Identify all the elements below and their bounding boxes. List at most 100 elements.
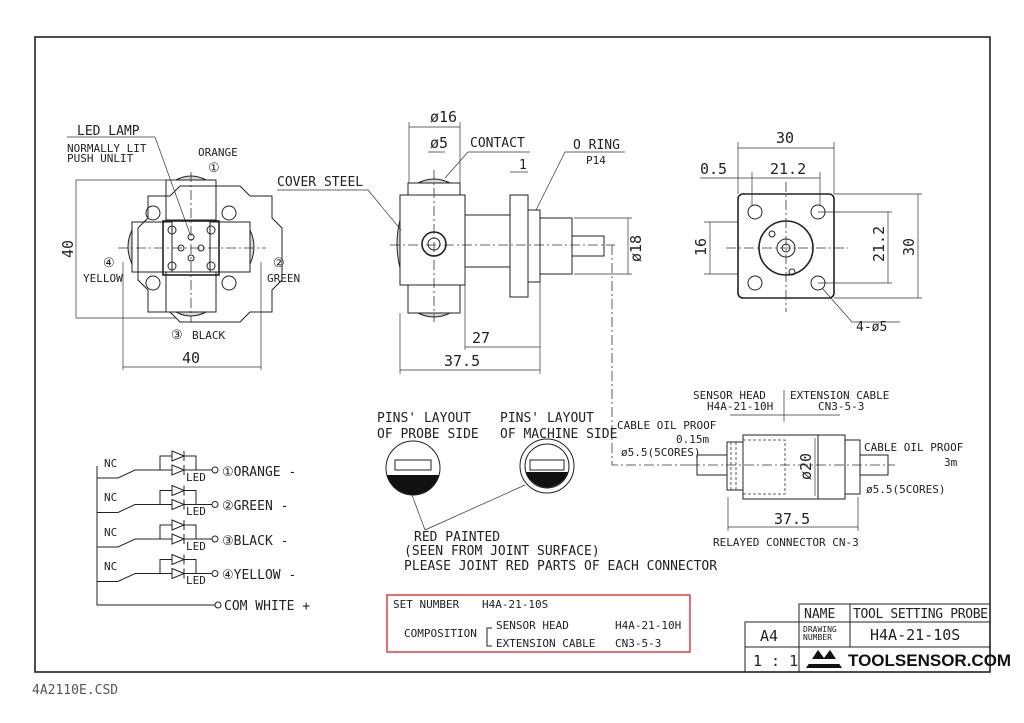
composition-extension-cable: EXTENSION CABLE xyxy=(496,637,595,650)
seen-from-label: (SEEN FROM JOINT SURFACE) xyxy=(404,544,600,559)
front-view: LED LAMP NORMALLY LIT PUSH UNLIT ORANGE … xyxy=(59,124,300,370)
sensor-head-number: H4A-21-10H xyxy=(707,400,773,413)
side-view: ø16 ø5 CONTACT 1 O RING P14 COVER STEEL … xyxy=(277,108,690,466)
height-21-2-dim: 21.2 xyxy=(870,226,888,262)
composition-label: COMPOSITION xyxy=(404,627,477,640)
dim-37-5: 37.5 xyxy=(444,352,480,370)
width-21-2-dim: 21.2 xyxy=(770,160,806,178)
led-label: LED xyxy=(186,471,206,484)
site-name: TOOLSENSOR.COM xyxy=(848,651,1011,670)
terminal xyxy=(211,466,219,474)
normally-lit-label: NORMALLY LIT xyxy=(67,142,147,155)
title-block: NAME TOOL SETTING PROBE DRAWING NUMBER H… xyxy=(744,603,1011,672)
set-number-label: SET NUMBER xyxy=(393,598,460,611)
extension-cable-label: EXTENSION CABLE xyxy=(790,389,889,402)
name-label: NAME xyxy=(804,607,835,622)
dia5-dim: ø5 xyxy=(430,134,448,152)
switch-branch xyxy=(97,524,212,548)
offset-0-5-dim: 0.5 xyxy=(700,160,727,178)
led-diode xyxy=(171,519,186,531)
p14-label: P14 xyxy=(586,154,606,167)
joint-instruction: PLEASE JOINT RED PARTS OF EACH CONNECTOR xyxy=(404,559,717,574)
push-unlit-label: PUSH UNLIT xyxy=(67,152,134,165)
file-name: 4A2110E.CSD xyxy=(32,683,118,698)
paper-size: A4 xyxy=(760,627,778,645)
nc-label: NC xyxy=(104,491,117,504)
probe-side-title-1: PINS' LAYOUT xyxy=(377,411,471,426)
o-ring-label: O RING xyxy=(573,138,620,153)
pin-4-number: ④ xyxy=(103,256,115,271)
circuit-diagram: NC NC NC NC LED LED LED LED ①ORANGE - ②G… xyxy=(96,450,310,614)
cable-right-length: 3m xyxy=(944,456,958,469)
output-green: ②GREEN - xyxy=(222,499,288,514)
set-number-box: SET NUMBER H4A-21-10S COMPOSITION SENSOR… xyxy=(386,594,691,653)
nc-label: NC xyxy=(104,526,117,539)
probe-side-title-2: OF PROBE SIDE xyxy=(377,427,479,442)
dia18-dim: ø18 xyxy=(627,235,645,262)
switch-branch xyxy=(97,490,212,513)
composition-sensor-head: SENSOR HEAD xyxy=(496,619,569,632)
output-yellow: ④YELLOW - xyxy=(222,568,296,583)
width-dim: 40 xyxy=(182,349,200,367)
nc-label: NC xyxy=(104,560,117,573)
dia16-dim: ø16 xyxy=(430,108,457,126)
led-label: LED xyxy=(186,540,206,553)
width-30-dim: 30 xyxy=(776,129,794,147)
machine-side-title-2: OF MACHINE SIDE xyxy=(500,427,617,442)
composition-sensor-head-number: H4A-21-10H xyxy=(615,619,681,632)
output-black: ③BLACK - xyxy=(222,534,288,549)
contact-label: CONTACT xyxy=(470,136,525,151)
green-label: GREEN xyxy=(267,272,300,285)
led-label: LED xyxy=(186,574,206,587)
led-diode xyxy=(171,450,186,462)
sensor-head-label: SENSOR HEAD xyxy=(693,389,766,402)
terminal xyxy=(211,570,219,577)
led-diode xyxy=(171,498,186,511)
switch-branch xyxy=(97,559,212,582)
black-label: BLACK xyxy=(192,329,225,342)
drawing-number-label-2: NUMBER xyxy=(803,633,832,642)
relayed-connector-label: RELAYED CONNECTOR CN-3 xyxy=(713,536,859,549)
cover-steel-label: COVER STEEL xyxy=(277,175,363,190)
machine-side-title-1: PINS' LAYOUT xyxy=(500,411,594,426)
drawing-border xyxy=(34,36,991,673)
cable-right-diameter: ø5.5(5CORES) xyxy=(866,483,945,496)
cable-left-diameter: ø5.5(5CORES) xyxy=(621,446,700,459)
led-diode xyxy=(171,567,186,580)
pin-1-number: ① xyxy=(208,161,220,176)
cable-right-label: CABLE OIL PROOF xyxy=(864,441,963,454)
yellow-label: YELLOW xyxy=(83,272,123,285)
nc-label: NC xyxy=(104,457,117,470)
pins-layout: PINS' LAYOUT OF PROBE SIDE PINS' LAYOUT … xyxy=(377,411,717,574)
switch-branch xyxy=(97,455,212,479)
led-diode xyxy=(171,484,186,497)
height-30-dim: 30 xyxy=(900,238,918,256)
probe-side-connector xyxy=(385,440,441,496)
terminal xyxy=(211,535,219,543)
drawing-number-label-1: DRAWING xyxy=(803,625,837,634)
led-diode xyxy=(171,533,186,545)
end-view: 30 0.5 21.2 16 21.2 30 4-ø5 xyxy=(692,129,922,335)
height-16-dim: 16 xyxy=(692,238,710,256)
drawing-name: TOOL SETTING PROBE xyxy=(853,607,988,622)
extension-cable-number: CN3-5-3 xyxy=(818,400,864,413)
set-number-value: H4A-21-10S xyxy=(482,598,548,611)
com-white-label: COM WHITE + xyxy=(224,599,310,614)
pin-2-number: ② xyxy=(273,256,285,271)
drawing-number: H4A-21-10S xyxy=(870,626,960,644)
led-label: LED xyxy=(186,505,206,518)
pin-3-number: ③ xyxy=(171,328,183,343)
machine-side-connector xyxy=(519,438,575,494)
led-diode xyxy=(171,464,186,476)
composition-extension-cable-number: CN3-5-3 xyxy=(615,637,661,650)
relayed-connector: SENSOR HEAD H4A-21-10H EXTENSION CABLE C… xyxy=(617,389,963,549)
dia20-dim: ø20 xyxy=(797,453,815,480)
holes-dim: 4-ø5 xyxy=(856,320,887,335)
led-lamp-label: LED LAMP xyxy=(77,124,140,139)
height-dim: 40 xyxy=(59,240,77,258)
cable-left-label: CABLE OIL PROOF xyxy=(617,419,716,432)
orange-label: ORANGE xyxy=(198,146,238,159)
led-diode xyxy=(171,553,186,566)
dim-27: 27 xyxy=(472,329,490,347)
